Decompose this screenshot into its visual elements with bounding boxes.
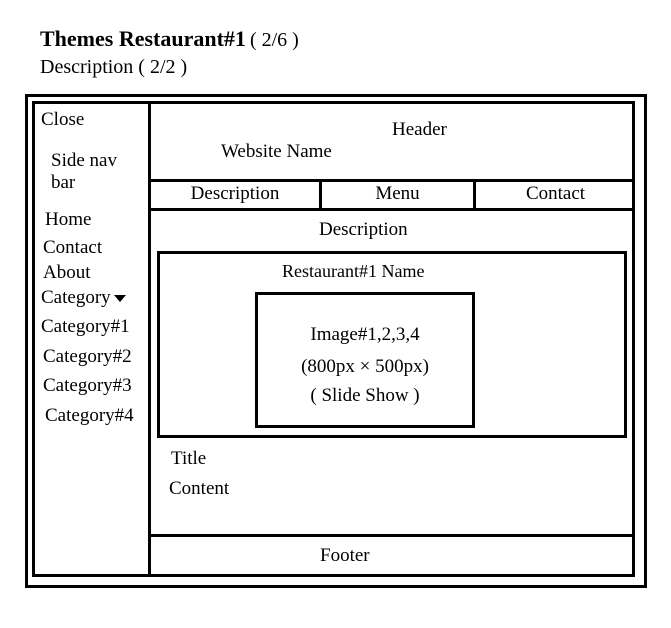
sidenav-item-about[interactable]: About bbox=[43, 262, 91, 283]
sidenav-close-button[interactable]: Close bbox=[41, 109, 85, 130]
website-name[interactable]: Website Name bbox=[221, 141, 332, 162]
sidenav-category-2[interactable]: Category#2 bbox=[43, 346, 132, 367]
page-title-text: Themes Restaurant#1 bbox=[40, 26, 246, 51]
nav-bottom-line bbox=[148, 208, 635, 211]
nav-divider-1 bbox=[319, 179, 322, 211]
sidenav-category-4[interactable]: Category#4 bbox=[45, 405, 134, 426]
image-slideshow-line1: Image#1,2,3,4 bbox=[310, 324, 420, 345]
section-title: Description bbox=[319, 219, 408, 240]
nav-item-contact[interactable]: Contact bbox=[525, 183, 586, 204]
nav-divider-2 bbox=[473, 179, 476, 211]
header-label: Header bbox=[392, 119, 447, 140]
wireframe-outer-frame bbox=[25, 94, 647, 588]
sidenav-label-line2: bar bbox=[51, 172, 76, 193]
sidenav-item-category[interactable]: Category bbox=[41, 287, 126, 309]
restaurant-card bbox=[157, 251, 627, 438]
page-subtitle: Description ( 2/2 ) bbox=[40, 56, 188, 78]
page-title: Themes Restaurant#1 ( 2/6 ) bbox=[40, 26, 299, 52]
sidenav-category-3[interactable]: Category#3 bbox=[43, 375, 132, 396]
image-slideshow-line3: ( Slide Show ) bbox=[310, 385, 420, 406]
sidenav-label-line1: Side nav bbox=[51, 150, 117, 171]
caret-down-icon bbox=[113, 295, 126, 303]
wireframe-inner-frame bbox=[32, 101, 635, 577]
sidenav-divider bbox=[148, 101, 151, 577]
sidenav-category-1[interactable]: Category#1 bbox=[41, 316, 130, 337]
nav-item-description[interactable]: Description bbox=[190, 183, 280, 204]
content-title: Title bbox=[171, 448, 207, 469]
sidenav-item-home[interactable]: Home bbox=[45, 209, 92, 230]
content-body: Content bbox=[169, 478, 230, 499]
image-slideshow-line2: (800px × 500px) bbox=[301, 356, 429, 377]
footer-top-line bbox=[148, 534, 635, 537]
image-slideshow[interactable] bbox=[255, 292, 475, 428]
page-title-count: ( 2/6 ) bbox=[249, 29, 299, 51]
sidenav-category-label: Category bbox=[41, 287, 111, 308]
nav-top-line bbox=[148, 179, 635, 182]
nav-item-menu[interactable]: Menu bbox=[375, 183, 420, 204]
footer-label: Footer bbox=[320, 545, 370, 566]
restaurant-name: Restaurant#1 Name bbox=[282, 261, 425, 281]
sidenav-item-contact[interactable]: Contact bbox=[43, 237, 103, 258]
